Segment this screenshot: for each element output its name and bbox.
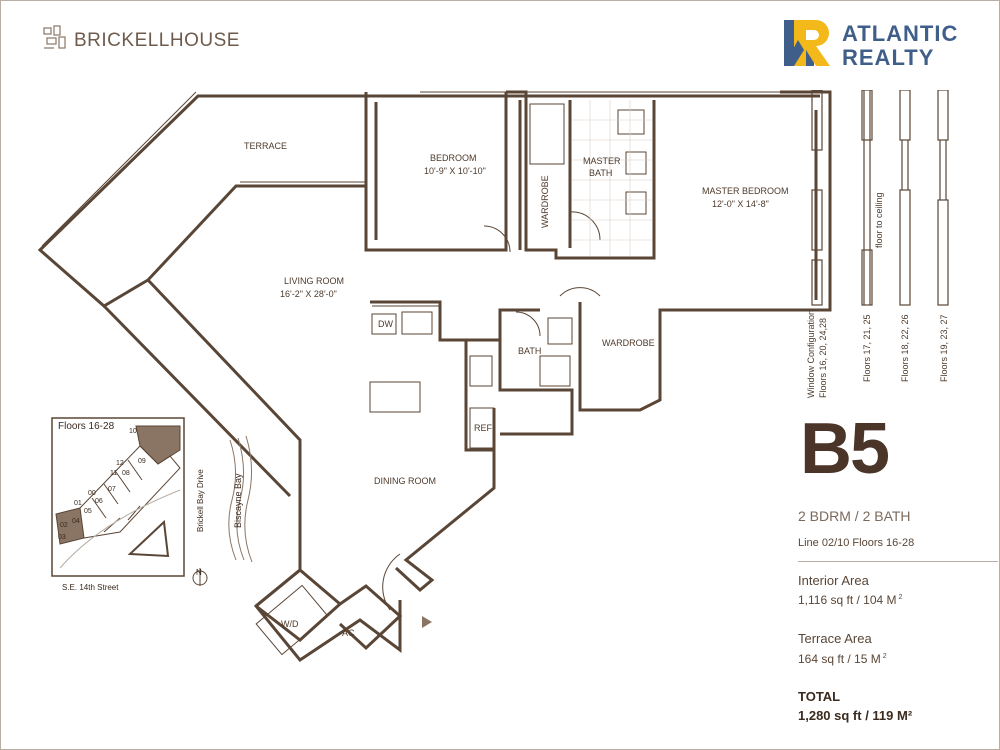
keyplan-bay: Biscayne Bay (233, 473, 243, 528)
window-config-title-1: Window Configuration (806, 309, 816, 398)
total-label: TOTAL (798, 689, 841, 704)
realty-name-line1: ATLANTIC (842, 21, 959, 46)
keyplan-unit-09: 09 (138, 458, 146, 465)
room-dim-living-room: 16'-2" X 28'-0" (280, 289, 337, 299)
room-label-wd: W/D (281, 619, 299, 629)
room-label-wardrobe-1: WARDROBE (540, 175, 550, 228)
keyplan-unit-00: 00 (88, 490, 96, 497)
window-config-col3: Floors 18, 22, 26 (900, 314, 910, 382)
room-dim-master-bedroom: 12'-0" X 14'-8" (712, 199, 769, 209)
room-label-dw: DW (378, 319, 393, 329)
room-label-master-bedroom: MASTER BEDROOM (702, 186, 789, 196)
keyplan-unit-07: 07 (108, 486, 116, 493)
window-config-col2: Floors 17, 21, 25 (862, 314, 872, 382)
total-value: 1,280 sq ft / 119 M² (798, 708, 913, 723)
window-configuration-diagram (811, 90, 949, 306)
room-label-ref: REF (474, 423, 492, 433)
realty-name-line2: REALTY (842, 45, 935, 70)
unit-line-info: Line 02/10 Floors 16-28 (798, 537, 915, 549)
room-dim-bedroom: 10'-9" X 10'-10" (424, 166, 486, 176)
brand-name: BRICKELLHOUSE (74, 30, 240, 51)
keyplan-title: Floors 16-28 (58, 421, 115, 432)
window-config-col4: Floors 19, 23, 27 (939, 314, 949, 382)
unit-name: B5 (800, 409, 890, 489)
keyplan-unit-02: 02 (60, 522, 68, 529)
room-label-bedroom: BEDROOM (430, 153, 477, 163)
unit-beds-baths: 2 BDRM / 2 BATH (798, 508, 911, 524)
keyplan-unit-06: 06 (95, 498, 103, 505)
keyplan-unit-04: 04 (72, 518, 80, 525)
room-label-living-room: LIVING ROOM (284, 276, 345, 286)
keyplan-unit-03: 03 (58, 534, 66, 541)
room-label-wardrobe-2: WARDROBE (602, 338, 655, 348)
keyplan-street: S.E. 14th Street (62, 583, 119, 592)
window-config-title-2: Floors 16, 20, 24,28 (818, 317, 828, 398)
keyplan-unit-01: 01 (74, 500, 82, 507)
realty-logo-icon (784, 20, 832, 73)
brand-logo-icon (42, 24, 70, 57)
keyplan-unit-10: 10 (129, 428, 137, 435)
room-label-master-bath-1: MASTER (583, 156, 621, 166)
room-label-bath: BATH (518, 346, 542, 356)
keyplan-unit-08: 08 (122, 470, 130, 477)
north-arrow-icon: N (196, 568, 202, 577)
divider (798, 561, 998, 562)
keyplan-unit-12: 12 (116, 460, 124, 467)
key-plan (51, 417, 253, 586)
window-config-note: floor to ceiling (874, 192, 884, 248)
interior-area-label: Interior Area (798, 573, 869, 588)
keyplan-unit-11: 11 (110, 470, 118, 477)
room-label-ac: AC (342, 628, 355, 638)
keyplan-unit-05: 05 (84, 508, 92, 515)
room-label-master-bath-2: BATH (589, 168, 613, 178)
room-label-dining-room: DINING ROOM (374, 476, 436, 486)
keyplan-drive: Brickell Bay Drive (196, 469, 205, 532)
room-label-terrace: TERRACE (244, 141, 288, 151)
terrace-area-label: Terrace Area (798, 631, 872, 646)
